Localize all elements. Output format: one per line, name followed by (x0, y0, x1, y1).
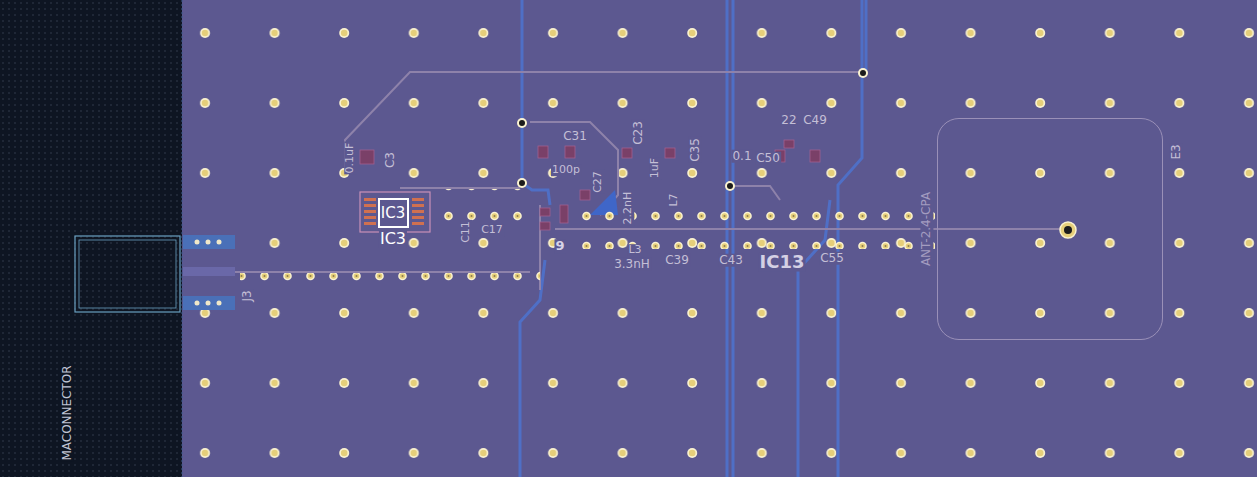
part-designator: C17 (480, 224, 504, 236)
part-designator: C49 (802, 114, 828, 127)
component-value: 3.3nH (613, 258, 651, 271)
board-label: MACONNECTOR (61, 364, 74, 461)
part-designator: C35 (689, 137, 702, 163)
part-designator: IC13 (759, 253, 806, 272)
part-designator: C31 (562, 130, 588, 143)
component-value: 2.2nH (622, 191, 634, 226)
part-designator: C23 (632, 120, 645, 146)
connector-designator: J3 (241, 289, 254, 302)
part-designator: C43 (718, 254, 744, 267)
component-value: 0.1 (731, 150, 752, 163)
part-designator: C11 (460, 220, 472, 244)
component-value: 1uF (649, 157, 661, 179)
component-value: 100p (551, 164, 581, 176)
antenna-outline: ANT-2.4-CPA (937, 118, 1163, 340)
part-designator: C27 (592, 170, 604, 194)
part-designator: IC3 (379, 230, 407, 248)
part-designator: C55 (819, 252, 845, 265)
component-value: 0.1uF (344, 142, 356, 175)
antenna-part-name: ANT-2.4-CPA (920, 190, 933, 268)
component-value: 22 (780, 114, 797, 127)
part-designator: L3 (627, 244, 642, 256)
part-designator: L7 (668, 192, 680, 207)
part-designator: C50 (755, 152, 781, 165)
part-designator: C39 (664, 254, 690, 267)
part-designator: E3 (1170, 143, 1183, 160)
part-designator: IC3 (381, 205, 405, 222)
part-designator: C3 (384, 151, 397, 169)
pin-number: 9 (554, 239, 565, 253)
ic-footprint: IC3IC3 (378, 198, 409, 228)
